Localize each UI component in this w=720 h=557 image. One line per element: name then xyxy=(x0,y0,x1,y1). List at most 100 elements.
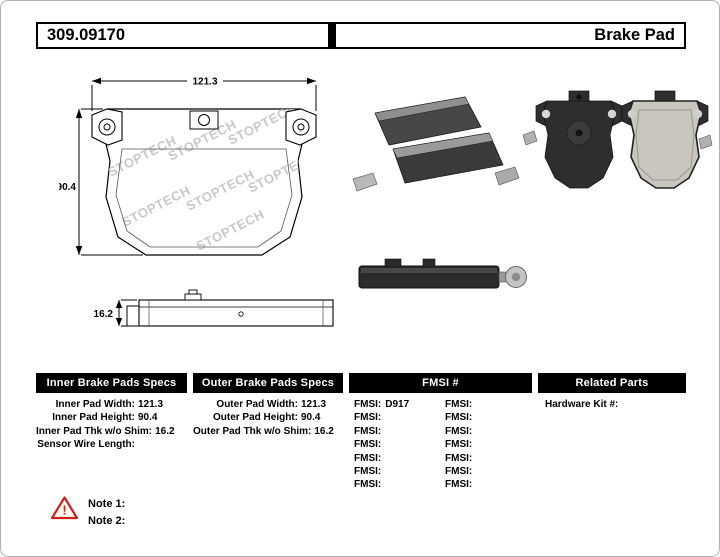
table-row: FMSI: xyxy=(440,411,532,424)
table-row: FMSI: xyxy=(440,398,532,411)
fmsi-value xyxy=(472,452,476,465)
table-row: FMSI: xyxy=(349,438,440,451)
sensor-clip xyxy=(184,293,202,301)
header-bar: 309.09170 Brake Pad xyxy=(36,22,686,49)
height-dimension xyxy=(75,108,143,256)
fmsi-label: FMSI: xyxy=(445,439,473,451)
angled-pads-photo xyxy=(352,96,520,192)
thickness-dimension xyxy=(115,299,137,327)
note-2-label: Note 2: xyxy=(88,515,126,527)
svg-text:!: ! xyxy=(62,503,66,518)
table-row: Outer Pad Height: 90.4 xyxy=(193,411,343,424)
abutment-clip xyxy=(352,172,378,192)
pad-side-profile xyxy=(126,289,334,327)
table-row: Inner Pad Thk w/o Shim: 16.2 xyxy=(36,425,187,438)
table-row: FMSI: xyxy=(349,411,440,424)
fmsi-label: FMSI: xyxy=(445,466,473,478)
table-row: Outer Pad Width: 121.3 xyxy=(193,398,343,411)
spec-label: Inner Pad Width: xyxy=(55,399,135,410)
fmsi-value xyxy=(381,452,385,465)
table-row: FMSI: D917 xyxy=(349,398,440,411)
fmsi-value xyxy=(381,465,385,478)
table-row: FMSI: xyxy=(440,452,532,465)
table-row: Outer Pad Thk w/o Shim: 16.2 xyxy=(193,425,343,438)
width-dimension xyxy=(91,77,317,111)
fmsi-label: FMSI: xyxy=(354,439,382,451)
brake-pads-photo xyxy=(352,90,713,192)
product-type-label: Brake Pad xyxy=(594,26,675,44)
fmsi-table-right: FMSI: FMSI: FMSI: FMSI: FMSI: FMSI: FMSI… xyxy=(440,398,532,492)
table-row: FMSI: xyxy=(349,452,440,465)
table-row: FMSI: xyxy=(349,465,440,478)
spec-value: 90.4 xyxy=(301,412,321,424)
fmsi-value xyxy=(381,438,385,451)
spec-value: 121.3 xyxy=(301,399,327,410)
face-pads-photo xyxy=(522,90,713,189)
note-1-label: Note 1: xyxy=(88,498,126,510)
abutment-clip xyxy=(494,166,520,186)
pad-outline: STOPTECH STOPTECH STOPTECH STOPTECH STOP… xyxy=(91,108,317,256)
spec-value: 90.4 xyxy=(138,412,158,424)
fmsi-label: FMSI: xyxy=(445,399,473,410)
fmsi-value: D917 xyxy=(385,399,410,410)
inner-specs-table: Inner Pad Width: 121.3 Inner Pad Height:… xyxy=(36,398,187,452)
fmsi-value xyxy=(381,478,385,491)
fmsi-value xyxy=(472,411,476,424)
spec-label: Outer Pad Height: xyxy=(212,412,298,424)
fmsi-label: FMSI: xyxy=(445,479,473,491)
table-row: Sensor Wire Length: xyxy=(36,438,187,451)
friction-contour xyxy=(115,148,293,248)
table-row: FMSI: xyxy=(440,425,532,438)
table-row: FMSI: xyxy=(440,438,532,451)
part-number-box: 309.09170 xyxy=(36,22,330,49)
spec-label: Outer Pad Width: xyxy=(216,399,298,410)
fmsi-value xyxy=(472,465,476,478)
fmsi-table-left: FMSI: D917 FMSI: FMSI: FMSI: FMSI: FMSI:… xyxy=(349,398,440,492)
fmsi-label: FMSI: xyxy=(445,412,473,424)
dimension-thickness-label: 16.2 xyxy=(94,309,114,320)
fmsi-value xyxy=(472,398,476,411)
related-parts-table: Hardware Kit #: xyxy=(538,398,686,411)
part-number: 309.09170 xyxy=(47,26,125,44)
fmsi-value xyxy=(472,425,476,438)
product-type-box: Brake Pad xyxy=(334,22,686,49)
spec-label: Inner Pad Thk w/o Shim: xyxy=(36,425,153,437)
outer-specs-header: Outer Brake Pads Specs xyxy=(193,373,343,393)
fmsi-value xyxy=(472,478,476,491)
fmsi-label: FMSI: xyxy=(354,452,382,464)
table-row: Hardware Kit #: xyxy=(538,398,686,411)
wear-sensor-clip xyxy=(698,134,713,150)
related-label: Hardware Kit #: xyxy=(545,399,619,410)
spec-value: 16.2 xyxy=(155,425,175,437)
fmsi-label: FMSI: xyxy=(445,452,473,464)
related-parts-header: Related Parts xyxy=(538,373,686,393)
table-row: FMSI: xyxy=(349,478,440,491)
fmsi-value xyxy=(381,411,385,424)
spec-value: 121.3 xyxy=(138,399,164,410)
front-view-drawing: 121.3 90.4 STOPTECH STOPTECH STOPTECH ST… xyxy=(59,77,317,256)
fmsi-value xyxy=(381,425,385,438)
table-row: Inner Pad Width: 121.3 xyxy=(36,398,187,411)
dimension-height-label: 90.4 xyxy=(59,182,76,193)
fmsi-label: FMSI: xyxy=(354,399,382,410)
table-row: FMSI: xyxy=(349,425,440,438)
spec-label: Sensor Wire Length: xyxy=(37,439,135,451)
fmsi-label: FMSI: xyxy=(354,466,382,478)
spec-label: Outer Pad Thk w/o Shim: xyxy=(193,425,312,437)
table-row: FMSI: xyxy=(440,478,532,491)
fmsi-header: FMSI # xyxy=(349,373,532,393)
table-row: FMSI: xyxy=(440,465,532,478)
fmsi-label: FMSI: xyxy=(445,425,473,437)
fmsi-label: FMSI: xyxy=(354,425,382,437)
inner-specs-header: Inner Brake Pads Specs xyxy=(36,373,187,393)
dimension-width-label: 121.3 xyxy=(192,77,217,88)
spec-value: 16.2 xyxy=(314,425,334,437)
wear-sensor-clip xyxy=(522,130,538,146)
outer-specs-table: Outer Pad Width: 121.3 Outer Pad Height:… xyxy=(193,398,343,438)
table-row: Inner Pad Height: 90.4 xyxy=(36,411,187,424)
spec-label: Inner Pad Height: xyxy=(52,412,135,424)
fmsi-value xyxy=(472,438,476,451)
spec-value xyxy=(135,438,187,451)
fmsi-label: FMSI: xyxy=(354,479,382,491)
